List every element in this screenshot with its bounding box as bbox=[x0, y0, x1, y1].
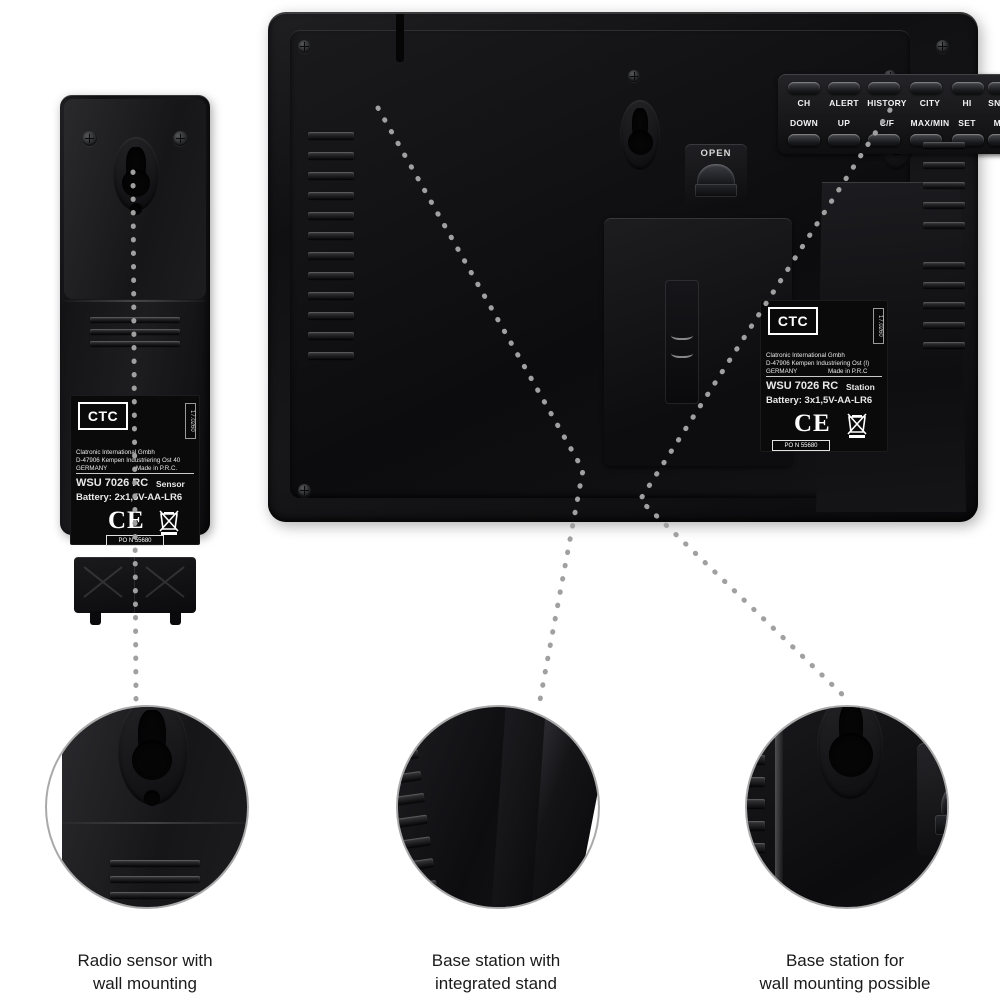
screw-icon bbox=[628, 70, 640, 82]
button-label-set: SET bbox=[958, 118, 976, 128]
station-model-suffix: Station bbox=[846, 382, 875, 392]
sensor-model: WSU 7026 RC bbox=[76, 477, 149, 489]
keyhole-circle bbox=[122, 169, 150, 197]
sensor-address: D-47906 Kempen Industriering Ost 40 bbox=[76, 457, 181, 464]
caption-integrated-stand: Base station with integrated stand bbox=[356, 950, 636, 996]
ce-mark-icon: CE bbox=[108, 507, 145, 534]
station-origin: Made in P.R.C bbox=[828, 368, 868, 375]
keyhole-circle bbox=[628, 130, 653, 155]
button-mode[interactable] bbox=[988, 134, 1000, 146]
station-po-number: PO N 55680 bbox=[772, 440, 830, 451]
leader-line-sensor bbox=[130, 169, 139, 703]
open-label: OPEN bbox=[700, 148, 732, 159]
callout-integrated-stand bbox=[396, 705, 600, 909]
caption-radio-sensor: Radio sensor with wall mounting bbox=[5, 950, 285, 996]
stand-release-tab[interactable] bbox=[396, 14, 404, 62]
station-left-vent-group bbox=[308, 132, 354, 392]
button-ch[interactable] bbox=[788, 82, 820, 94]
station-rating-label: CTC 17.0260 Clatronic International Gmbh… bbox=[760, 300, 888, 452]
sensor-model-suffix: Sensor bbox=[156, 479, 185, 489]
callout-radio-sensor bbox=[45, 705, 249, 909]
button-label-c-f: C/F bbox=[879, 118, 895, 128]
screw-icon bbox=[173, 131, 188, 146]
base-station-body: CH ALERT HISTORY CITY HI SNOOZE DOWN UP C/F MAX/M… bbox=[268, 12, 1000, 522]
station-right-vent-group bbox=[923, 142, 965, 392]
battery-polarity-icon bbox=[83, 566, 123, 598]
caption-line-2: integrated stand bbox=[435, 973, 557, 993]
caption-line-1: Base station for bbox=[785, 951, 905, 970]
button-label-city: CITY bbox=[919, 98, 941, 108]
button-label-hi: HI bbox=[962, 98, 972, 108]
callout-zoom-content bbox=[47, 707, 247, 907]
sensor-vertical-code: 17.0260 bbox=[185, 403, 196, 439]
button-label-up: UP bbox=[837, 118, 851, 128]
battery-door-grip bbox=[665, 280, 699, 404]
button-label-max-min: MAX/MIN bbox=[910, 118, 950, 128]
station-vertical-code: 17.0260 bbox=[873, 308, 884, 344]
latch-knob[interactable] bbox=[697, 164, 735, 186]
caption-line-2: wall mounting bbox=[93, 973, 197, 993]
sensor-origin: Made in P.R.C. bbox=[136, 465, 178, 472]
caption-line-1: Radio sensor with bbox=[77, 951, 213, 970]
screw-icon bbox=[936, 40, 949, 53]
sensor-battery: Battery: 2x1,5V-AA-LR6 bbox=[76, 492, 183, 503]
station-model: WSU 7026 RC bbox=[766, 380, 839, 392]
button-label-snooze: SNOOZE bbox=[988, 98, 1000, 108]
station-address: D-47906 Kempen Industriering Ost (I) bbox=[766, 360, 870, 367]
station-battery: Battery: 3x1,5V-AA-LR6 bbox=[766, 395, 873, 406]
callout-zoom-content: OPEN bbox=[747, 707, 947, 907]
case-seam bbox=[64, 300, 206, 302]
screw-icon bbox=[298, 484, 311, 497]
screw-icon bbox=[82, 131, 97, 146]
ctc-logo: CTC bbox=[768, 307, 818, 335]
station-company: Clatronic International Gmbh bbox=[766, 352, 845, 359]
battery-door-latch[interactable]: OPEN bbox=[685, 144, 747, 208]
sensor-foot bbox=[170, 611, 181, 625]
button-panel: CH ALERT HISTORY CITY HI SNOOZE DOWN UP C/F MAX/M… bbox=[778, 74, 1000, 154]
leader-line-stand bbox=[375, 105, 586, 703]
sensor-country: GERMANY bbox=[76, 465, 108, 472]
button-label-ch: CH bbox=[797, 98, 811, 108]
button-c-f[interactable] bbox=[868, 134, 900, 146]
button-up[interactable] bbox=[828, 134, 860, 146]
button-label-alert: ALERT bbox=[829, 98, 859, 108]
label-divider bbox=[766, 376, 882, 377]
latch-bar bbox=[695, 184, 737, 197]
weee-bin-icon bbox=[159, 510, 179, 535]
caption-line-1: Base station with bbox=[431, 951, 561, 970]
callout-zoom-content bbox=[398, 707, 598, 907]
weee-bin-icon bbox=[847, 413, 867, 438]
callout-wall-mounting: OPEN bbox=[745, 705, 949, 909]
battery-polarity-icon bbox=[145, 566, 185, 598]
button-label-down: DOWN bbox=[789, 118, 819, 128]
grip-chevron-icon bbox=[671, 346, 693, 358]
ctc-logo: CTC bbox=[78, 402, 128, 430]
sensor-company: Clatronic International Gmbh bbox=[76, 449, 155, 456]
button-down[interactable] bbox=[788, 134, 820, 146]
caption-line-2: wall mounting possible bbox=[759, 973, 931, 993]
button-label-history: HISTORY bbox=[867, 98, 907, 108]
button-history[interactable] bbox=[868, 82, 900, 94]
sensor-foot bbox=[90, 611, 101, 625]
caption-wall-mounting: Base station for wall mounting possible bbox=[705, 950, 985, 996]
button-snooze[interactable] bbox=[988, 82, 1000, 94]
button-alert[interactable] bbox=[828, 82, 860, 94]
button-city[interactable] bbox=[910, 82, 942, 94]
station-country: GERMANY bbox=[766, 368, 798, 375]
label-divider bbox=[76, 473, 194, 474]
open-label: OPEN bbox=[917, 749, 947, 769]
screw-icon bbox=[298, 40, 311, 53]
button-hi[interactable] bbox=[952, 82, 984, 94]
leader-line-wall bbox=[636, 107, 893, 703]
ce-mark-icon: CE bbox=[794, 410, 831, 437]
button-label-mode: MODE bbox=[993, 118, 1000, 128]
grip-chevron-icon bbox=[671, 328, 693, 340]
